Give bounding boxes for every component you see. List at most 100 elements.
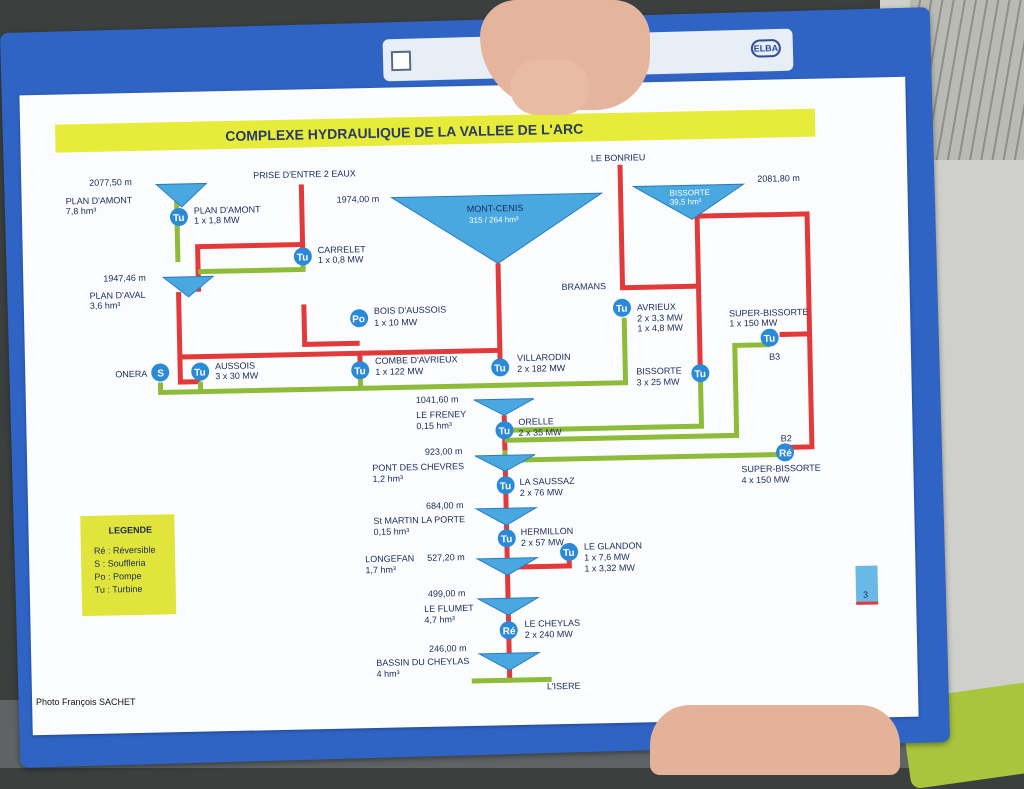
bissorte-plant-mw: 3 x 25 MW	[636, 377, 680, 388]
legend-item-1: Ré : Réversible	[94, 545, 156, 556]
legend-item-2: S : Souffleria	[94, 558, 146, 569]
legend-heading: LEGENDE	[108, 525, 152, 536]
alt-freney: 1041,60 m	[416, 394, 459, 405]
vol-st-martin: 0,15 hm³	[374, 526, 410, 537]
bissorte-plant: BISSORTE	[636, 366, 682, 377]
reversible-icon: Ré	[779, 448, 792, 459]
turbine-icon: Tu	[173, 213, 185, 224]
aussois-mw: 3 x 30 MW	[215, 370, 259, 381]
turbine-icon: Tu	[563, 548, 575, 559]
prise-entre-2-eaux: PRISE D'ENTRE 2 EAUX	[253, 168, 356, 180]
thumb-top	[510, 60, 590, 115]
super-bissorte-1-mw: 1 x 150 MW	[729, 318, 778, 329]
avrieux-mw-2: 1 x 4,8 MW	[637, 322, 683, 333]
hydraulic-diagram: COMPLEXE HYDRAULIQUE DE LA VALLEE DE L'A…	[19, 77, 918, 735]
vol-bassin-cheylas: 4 hm³	[376, 669, 399, 679]
alt-mont-cenis: 1974,00 m	[337, 194, 380, 205]
name-plan-amont: PLAN D'AMONT	[66, 195, 133, 206]
alt-bissorte: 2081,80 m	[757, 173, 800, 184]
label-checkbox	[391, 51, 412, 72]
alt-bassin-cheylas: 246,00 m	[429, 643, 467, 654]
alt-plan-aval: 1947,46 m	[103, 273, 146, 284]
avrieux: AVRIEUX	[637, 302, 676, 313]
st-martin-la-porte: St MARTIN LA PORTE	[373, 514, 465, 526]
turbine-icon: Tu	[616, 304, 628, 315]
orelle-mw: 2 x 35 MW	[518, 427, 562, 438]
alt-longefan: 527,20 m	[427, 552, 465, 563]
turbine-icon: Tu	[498, 426, 510, 437]
turbine-icon: Tu	[501, 534, 513, 545]
name-bissorte: BISSORTE	[669, 188, 709, 198]
vol-mont-cenis: 315 / 264 hm³	[469, 215, 519, 225]
le-cheylas-mw: 2 x 240 MW	[525, 629, 574, 640]
bramans: BRAMANS	[561, 281, 606, 292]
bois-aussois-mw: 1 x 10 MW	[374, 317, 418, 328]
reservoir-st-martin	[476, 508, 536, 526]
plant-plan-amont-mw: 1 x 1,8 MW	[194, 215, 240, 226]
le-glandon-mw-1: 1 x 7,6 MW	[584, 552, 630, 563]
reservoir-pont-des-chevres	[475, 455, 535, 472]
name-mont-cenis: MONT-CENIS	[467, 203, 524, 214]
la-saussaz-mw: 2 x 76 MW	[520, 487, 564, 498]
villarodin-mw: 2 x 182 MW	[517, 363, 566, 374]
blower-icon: S	[157, 368, 164, 379]
legend-item-3: Po : Pompe	[94, 571, 141, 582]
vol-freney: 0,15 hm³	[416, 420, 452, 431]
le-cheylas: LE CHEYLAS	[524, 618, 580, 629]
page-number-underline	[856, 601, 878, 604]
vol-pont-des-chevres: 1,2 hm³	[372, 473, 403, 484]
le-bonrieu: LE BONRIEU	[591, 152, 646, 163]
super-bissorte-2-mw: 4 x 150 MW	[742, 474, 791, 485]
onera: ONERA	[115, 369, 147, 380]
vol-le-flumet: 4,7 hm³	[424, 614, 455, 625]
la-saussaz: LA SAUSSAZ	[519, 476, 575, 487]
label-b2: B2	[781, 433, 792, 443]
name-plan-aval: PLAN D'AVAL	[90, 290, 146, 301]
alt-st-martin: 684,00 m	[426, 500, 464, 511]
villarodin: VILLARODIN	[517, 352, 571, 363]
brand-logo: ELBA	[751, 39, 781, 58]
turbine-icon: Tu	[694, 369, 706, 380]
turbine-icon: Tu	[494, 363, 506, 374]
le-glandon: LE GLANDON	[584, 540, 642, 551]
le-glandon-mw-2: 1 x 3,32 MW	[584, 563, 635, 574]
vol-bissorte: 39,5 hm³	[670, 197, 702, 207]
reservoir-bassin-cheylas	[479, 653, 539, 671]
diagram-sheet: COMPLEXE HYDRAULIQUE DE LA VALLEE DE L'A…	[19, 77, 918, 735]
turbine-icon: Tu	[354, 366, 366, 377]
legend-box: LEGENDE Ré : Réversible S : Souffleria P…	[80, 514, 176, 616]
le-flumet: LE FLUMET	[424, 603, 474, 614]
reservoir-plan-amont	[156, 183, 206, 207]
hermillon-mw: 2 x 57 MW	[521, 537, 565, 548]
photo-credit: Photo François SACHET	[36, 697, 136, 707]
l-isere: L'ISERE	[547, 681, 581, 692]
super-bissorte-2: SUPER-BISSORTE	[741, 463, 821, 475]
vol-plan-amont: 7,8 hm³	[66, 206, 97, 217]
alt-le-flumet: 499,00 m	[428, 588, 466, 599]
reservoir-le-flumet	[478, 598, 538, 616]
turbine-icon: Tu	[500, 481, 512, 492]
hermillon: HERMILLON	[521, 526, 574, 537]
vol-longefan: 1,7 hm³	[365, 565, 396, 576]
reservoir-plan-aval	[163, 276, 213, 297]
combe-avrieux-mw: 1 x 122 MW	[375, 366, 424, 377]
page-number: 3	[863, 590, 868, 600]
hand-bottom	[650, 705, 900, 775]
orelle: ORELLE	[518, 416, 554, 427]
longefan: LONGEFAN	[365, 553, 414, 564]
turbine-icon: Tu	[297, 252, 309, 263]
pont-des-chevres: PONT DES CHEVRES	[372, 461, 464, 473]
legend-item-4: Tu : Turbine	[95, 584, 143, 595]
combe-avrieux: COMBE D'AVRIEUX	[375, 354, 458, 366]
reservoir-le-freney	[474, 399, 534, 416]
bassin-du-cheylas: BASSIN DU CHEYLAS	[376, 656, 469, 668]
turbine-icon: Tu	[194, 368, 206, 379]
pump-icon: Po	[352, 314, 365, 325]
bois-aussois: BOIS D'AUSSOIS	[374, 304, 446, 316]
vol-plan-aval: 3,6 hm³	[90, 300, 121, 311]
alt-pont-des-chevres: 923,00 m	[425, 446, 463, 457]
reversible-icon: Ré	[503, 626, 516, 637]
turbine-icon: Tu	[764, 334, 776, 345]
alt-plan-amont: 2077,50 m	[89, 177, 132, 188]
le-freney: LE FRENEY	[416, 409, 466, 420]
